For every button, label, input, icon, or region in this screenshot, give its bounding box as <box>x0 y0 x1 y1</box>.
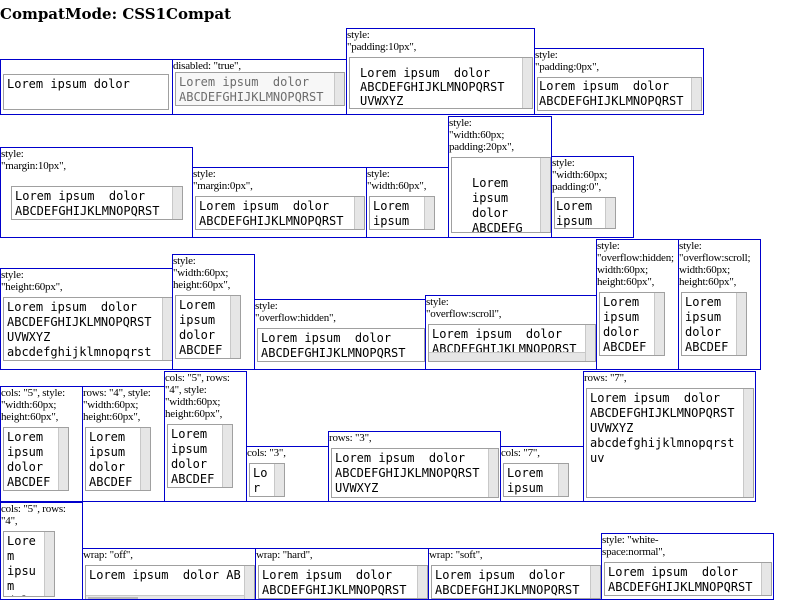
textarea-rows3[interactable]: Lorem ipsum dolor ABCDEFGHIJKLMNOPQRST U… <box>331 448 499 498</box>
cell-label: wrap: "off", <box>83 549 133 561</box>
cell-overflow-scroll-60: style: "overflow:scroll; width:60px; hei… <box>678 239 761 370</box>
cell-label: wrap: "soft", <box>429 549 483 561</box>
textarea-wrap-off[interactable]: Lorem ipsum dolor AB <box>85 565 255 599</box>
textarea-plain[interactable]: Lorem ipsum dolor <box>3 74 169 110</box>
textarea-margin10[interactable]: Lorem ipsum dolor ABCDEFGHIJKLMNOPQRST <box>11 186 183 220</box>
textarea-padding0[interactable]: Lorem ipsum dolor ABCDEFGHIJKLMNOPQRST <box>537 77 702 111</box>
scrollbar-thumb[interactable] <box>88 597 138 599</box>
cell-label: style: "padding:0px", <box>535 49 599 73</box>
cell-overflow-hidden: style: "overflow:hidden", Lorem ipsum do… <box>254 299 426 370</box>
cell-label: cols: "7", <box>501 447 540 459</box>
cell-label: style: "white- space:normal", <box>602 534 666 558</box>
cell-padding0: style: "padding:0px", Lorem ipsum dolor … <box>534 48 704 115</box>
textarea-width60-padding20[interactable]: Lorem ipsum dolor ABCDEFG <box>451 157 551 233</box>
cell-label: style: "margin:0px", <box>193 168 253 192</box>
cell-label: style: "overflow:hidden; width:60px; hei… <box>597 240 674 288</box>
cell-label: cols: "3", <box>247 447 286 459</box>
textarea-padding10[interactable]: Lorem ipsum dolor ABCDEFGHIJKLMNOPQRST U… <box>349 57 533 109</box>
cell-disabled: disabled: "true", Lorem ipsum dolor ABCD… <box>172 59 347 115</box>
textarea-rows7[interactable]: Lorem ipsum dolor ABCDEFGHIJKLMNOPQRST U… <box>586 388 754 498</box>
cell-width60-padding0: style: "width:60px; padding:0", Lorem ip… <box>551 156 634 238</box>
cell-width60-padding20: style: "width:60px; padding:20px", Lorem… <box>448 116 552 238</box>
textarea-height60[interactable]: Lorem ipsum dolor ABCDEFGHIJKLMNOPQRST U… <box>3 297 172 361</box>
textarea-width60-height60[interactable]: Lorem ipsum dolor ABCDEFG <box>175 295 241 359</box>
textarea-cols5-rows4-style[interactable]: Lorem ipsum dolor ABCDEFG <box>167 424 233 488</box>
textarea-cols3[interactable]: Lor em <box>249 463 285 497</box>
cell-label: style: "overflow:hidden", <box>255 300 336 324</box>
cell-cols5-rows4-style: cols: "5", rows: "4", style: "width:60px… <box>164 371 247 502</box>
horizontal-scrollbar[interactable] <box>429 352 585 361</box>
textarea-overflow-hidden-60[interactable]: Lorem ipsum dolor ABCDEFG <box>599 292 665 356</box>
cell-cols7: cols: "7", Lorem ipsum <box>500 446 584 502</box>
cell-wrap-hard: wrap: "hard", Lorem ipsum dolor ABCDEFGH… <box>255 548 429 600</box>
cell-label: style: "width:60px", <box>367 168 427 192</box>
cell-wrap-soft: wrap: "soft", Lorem ipsum dolor ABCDEFGH… <box>428 548 602 600</box>
textarea-rows4-style[interactable]: Lorem ipsum dolor ABCDEFG <box>85 427 151 491</box>
cell-cols5-rows4: cols: "5", rows: "4", Lorem ipsum dolor … <box>0 502 83 600</box>
textarea-width60[interactable]: Lorem ipsum <box>369 196 435 230</box>
cell-cols3: cols: "3", Lor em <box>246 446 329 502</box>
cell-width60: style: "width:60px", Lorem ipsum <box>366 167 449 238</box>
cell-overflow-scroll: style: "overflow:scroll", Lorem ipsum do… <box>425 295 597 370</box>
cell-rows7: rows: "7", Lorem ipsum dolor ABCDEFGHIJK… <box>583 371 756 502</box>
cell-rows4-style: rows: "4", style: "width:60px; height:60… <box>82 386 165 502</box>
textarea-cols5-style[interactable]: Lorem ipsum dolor ABCDEFG <box>3 427 69 491</box>
cell-label: style: "overflow:scroll", <box>426 296 502 320</box>
cell-label: rows: "4", style: "width:60px; height:60… <box>83 387 151 423</box>
cell-margin0: style: "margin:0px", Lorem ipsum dolor A… <box>192 167 367 238</box>
cell-label: cols: "5", rows: "4", <box>1 503 66 527</box>
page-title: CompatMode: CSS1Compat <box>0 5 232 23</box>
cell-label: cols: "5", rows: "4", style: "width:60px… <box>165 372 230 420</box>
cell-label: style: "overflow:scroll; width:60px; hei… <box>679 240 751 288</box>
textarea-wrap-soft[interactable]: Lorem ipsum dolor ABCDEFGHIJKLMNOPQRST <box>431 565 601 599</box>
cell-label: rows: "3", <box>329 432 372 444</box>
cell-width60-height60: style: "width:60px; height:60px", Lorem … <box>172 254 255 370</box>
cell-margin10: style: "margin:10px", Lorem ipsum dolor … <box>0 147 193 238</box>
cell-label: style: "margin:10px", <box>1 148 66 172</box>
cell-label <box>1 60 172 74</box>
cell-rows3: rows: "3", Lorem ipsum dolor ABCDEFGHIJK… <box>328 431 501 502</box>
textarea-width60-padding0[interactable]: Lorem ipsum <box>554 197 616 229</box>
cell-label: wrap: "hard", <box>256 549 313 561</box>
horizontal-scrollbar[interactable] <box>86 595 244 599</box>
cell-label: style: "width:60px; padding:20px", <box>449 117 514 153</box>
cell-overflow-hidden-60: style: "overflow:hidden; width:60px; hei… <box>596 239 679 370</box>
cell-label: rows: "7", <box>584 372 627 384</box>
cell-plain: Lorem ipsum dolor <box>0 59 173 115</box>
textarea-overflow-scroll-60[interactable]: Lorem ipsum dolor ABCDEFG <box>681 292 747 356</box>
textarea-wrap-hard[interactable]: Lorem ipsum dolor ABCDEFGHIJKLMNOPQRST <box>258 565 428 599</box>
cell-label: style: "padding:10px", <box>347 29 417 53</box>
cell-label: style: "height:60px", <box>1 269 63 293</box>
cell-cols5-style: cols: "5", style: "width:60px; height:60… <box>0 386 83 502</box>
textarea-disabled[interactable]: Lorem ipsum dolor ABCDEFGHIJKLMNOPQRST <box>175 72 345 106</box>
cell-label: cols: "5", style: "width:60px; height:60… <box>1 387 65 423</box>
textarea-overflow-hidden[interactable]: Lorem ipsum dolor ABCDEFGHIJKLMNOPQRST <box>257 328 425 362</box>
textarea-cols5-rows4[interactable]: Lorem ipsum dolor ABCDE <box>3 531 55 597</box>
textarea-cols7[interactable]: Lorem ipsum <box>503 463 569 497</box>
textarea-overflow-scroll[interactable]: Lorem ipsum dolor ABCDEFGHIJKLMNOPQRST U… <box>428 324 596 362</box>
textarea-margin0[interactable]: Lorem ipsum dolor ABCDEFGHIJKLMNOPQRST <box>195 196 365 230</box>
cell-padding10: style: "padding:10px", Lorem ipsum dolor… <box>346 28 535 115</box>
cell-label: disabled: "true", <box>173 60 241 72</box>
textarea-white-space-normal[interactable]: Lorem ipsum dolor ABCDEFGHIJKLMNOPQRST <box>604 562 772 596</box>
cell-label: style: "width:60px; height:60px", <box>173 255 231 291</box>
cell-wrap-off: wrap: "off", Lorem ipsum dolor AB <box>82 548 256 600</box>
cell-label: style: "width:60px; padding:0", <box>552 157 608 193</box>
cell-height60: style: "height:60px", Lorem ipsum dolor … <box>0 268 173 370</box>
cell-white-space-normal: style: "white- space:normal", Lorem ipsu… <box>601 533 774 600</box>
